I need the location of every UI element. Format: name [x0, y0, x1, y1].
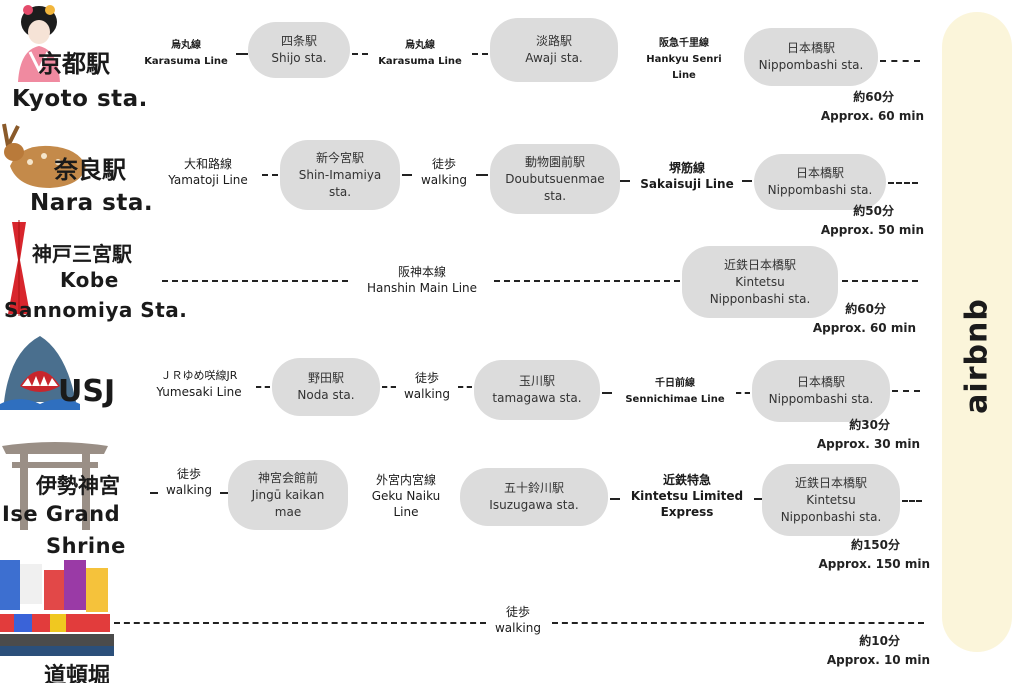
origin-en: Shrine	[46, 534, 126, 558]
route-dash	[352, 53, 368, 55]
port-tower-icon	[8, 220, 30, 316]
route-dash	[602, 392, 612, 394]
torii-icon	[2, 442, 108, 530]
route-dash	[610, 498, 620, 500]
deer-icon	[2, 123, 86, 188]
origin-jp: 奈良駅	[54, 156, 126, 184]
origin-jp: 伊勢神宮	[36, 474, 120, 498]
route-dash	[150, 492, 158, 494]
route-dash	[620, 180, 630, 182]
maiko-icon	[18, 5, 60, 82]
route-dash	[382, 386, 396, 388]
route-dash	[114, 622, 486, 624]
route-dash	[262, 174, 278, 176]
route-dash	[476, 174, 488, 176]
route-dash	[888, 182, 918, 184]
route-dash	[892, 390, 920, 392]
origin-jp: 道頓堀	[44, 664, 111, 683]
route-dash	[842, 280, 918, 282]
dotonbori-sign-icon	[0, 560, 114, 656]
origin-en: Kobe	[60, 268, 119, 292]
route-dash	[494, 280, 680, 282]
route-dash	[902, 500, 922, 502]
route-dash	[754, 498, 762, 500]
origin-en: Nara sta.	[30, 190, 154, 216]
origin-en: Kyoto sta.	[12, 86, 148, 112]
route-dash	[458, 386, 472, 388]
brand-logo-text: airbnb	[959, 298, 995, 414]
route-dash	[736, 392, 750, 394]
origin-en: Ise Grand	[2, 502, 121, 526]
route-dash	[220, 492, 228, 494]
route-dash	[472, 53, 488, 55]
shark-icon	[0, 336, 80, 410]
origin-en: Sannomiya Sta.	[4, 298, 188, 322]
route-dash	[552, 622, 924, 624]
origin-jp: 京都駅	[38, 50, 110, 78]
route-dash	[880, 60, 920, 62]
origin-jp: USJ	[58, 374, 116, 409]
route-dash	[236, 53, 248, 55]
route-dash	[162, 280, 348, 282]
route-dash	[742, 180, 752, 182]
origin-jp: 神戸三宮駅	[32, 242, 132, 266]
brand-bar	[942, 12, 1012, 652]
route-dash	[256, 386, 270, 388]
route-dash	[402, 174, 412, 176]
